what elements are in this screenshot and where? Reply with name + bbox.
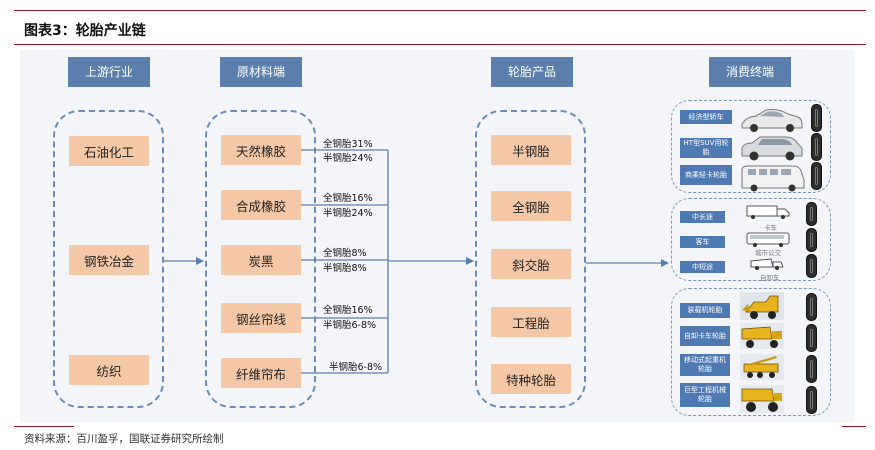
tire-icon <box>806 386 817 414</box>
engineering-vehicles <box>740 292 784 413</box>
products-group <box>475 110 586 408</box>
material-item: 钢丝帘线 <box>221 303 301 333</box>
dump-truck-icon <box>750 258 784 270</box>
tire-icon <box>806 355 817 383</box>
ratio-label: 半钢胎6-8% <box>329 362 383 373</box>
title-rule <box>14 44 866 45</box>
upstream-group <box>53 110 164 408</box>
tire-icon <box>806 324 817 352</box>
source-note: 资料来源：百川盈孚，国联证券研究所绘制 <box>24 433 224 445</box>
ratio-label: 半钢胎6-8% <box>323 320 377 331</box>
passenger-label: 商乘轻卡轮胎 <box>680 165 732 185</box>
materials-group <box>205 110 316 408</box>
engineering-label: 移动式起重机轮胎 <box>680 354 730 376</box>
product-item: 半钢胎 <box>491 135 571 165</box>
engineering-label: 巨型工程机械轮胎 <box>680 383 730 407</box>
tire-icon <box>811 162 822 190</box>
tire-icon <box>811 104 822 132</box>
tire-icon <box>811 133 822 161</box>
loader-icon <box>740 292 784 320</box>
material-item: 炭黑 <box>221 245 301 275</box>
vehicle-caption: 自卸车 <box>760 274 780 282</box>
passenger-label: 经济型轿车 <box>680 110 732 124</box>
suv-icon <box>741 136 803 161</box>
ratio-label: 全钢胎31% <box>323 139 373 150</box>
upstream-item: 钢铁冶金 <box>69 245 149 275</box>
commercial-label: 客车 <box>680 236 725 248</box>
engineering-label: 自卸卡车轮胎 <box>680 326 730 346</box>
product-item: 特种轮胎 <box>491 364 571 394</box>
commercial-label: 中短途 <box>680 261 725 273</box>
product-item: 工程胎 <box>491 307 571 337</box>
bus-icon <box>746 232 790 247</box>
vehicle-caption: 卡车 <box>764 224 777 232</box>
header-products: 轮胎产品 <box>491 57 573 87</box>
commercial-vehicles <box>746 205 790 270</box>
tire-icon <box>806 202 817 226</box>
van-icon <box>741 165 805 192</box>
passenger-group <box>671 100 831 193</box>
figure-title: 图表3：轮胎产业链 <box>24 23 146 39</box>
ratio-label: 全钢胎16% <box>323 305 373 316</box>
crane-icon <box>740 354 784 380</box>
mining-truck-icon <box>740 323 784 349</box>
header-upstream: 上游行业 <box>68 57 150 87</box>
footer-rule-right <box>842 426 866 427</box>
upstream-item: 石油化工 <box>69 136 149 166</box>
passenger-vehicles <box>741 109 805 192</box>
tire-icon <box>806 228 817 252</box>
vehicle-caption: 城市公交 <box>755 249 781 257</box>
ratio-label: 全钢胎16% <box>323 193 373 204</box>
tire-icon <box>806 293 817 321</box>
commercial-label: 中长途 <box>680 211 725 223</box>
sedan-icon <box>741 109 803 132</box>
footer-rule-left <box>14 426 74 427</box>
top-rule <box>14 10 866 11</box>
passenger-label: HT型SUV用轮胎 <box>680 138 732 158</box>
ratio-label: 半钢胎24% <box>323 153 373 164</box>
material-item: 合成橡胶 <box>221 190 301 220</box>
ratio-label: 半钢胎8% <box>323 263 367 274</box>
ratio-label: 半钢胎24% <box>323 208 373 219</box>
header-consumer: 消费终端 <box>709 57 791 87</box>
engineering-label: 装载机轮胎 <box>680 303 730 318</box>
material-item: 天然橡胶 <box>221 135 301 165</box>
commercial-group <box>671 198 831 281</box>
product-item: 全钢胎 <box>491 191 571 221</box>
material-item: 纤维帘布 <box>221 358 301 388</box>
engineering-group <box>671 288 831 416</box>
giant-mining-truck-icon <box>740 385 784 413</box>
tire-icon <box>806 254 817 278</box>
truck-icon <box>746 205 790 219</box>
header-materials: 原材料端 <box>220 57 302 87</box>
upstream-item: 纺织 <box>69 355 149 385</box>
product-item: 斜交胎 <box>491 249 571 279</box>
ratio-label: 全钢胎8% <box>323 248 367 259</box>
